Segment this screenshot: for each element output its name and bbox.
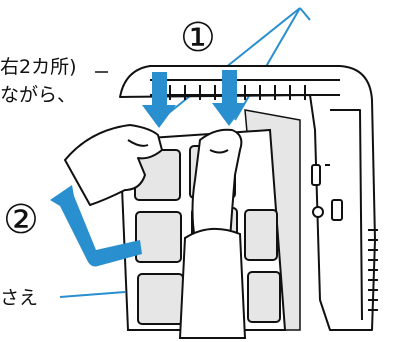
- instruction-text-line-1: 右2カ所): [0, 56, 77, 78]
- instruction-text-line-2: ながら、: [0, 84, 77, 106]
- blue-bent-arrow-icon: [50, 185, 142, 267]
- left-hand: [64, 124, 163, 206]
- right-hand: [191, 128, 243, 241]
- instruction-text-line-3: さえ: [0, 287, 39, 309]
- hold-leader-line: [59, 291, 126, 298]
- step-one-marker: ①: [180, 15, 216, 61]
- blue-down-arrow-icon: [142, 70, 246, 128]
- device-body: [119, 65, 378, 331]
- right-arm: [178, 227, 247, 339]
- step-one-leader-lines: [159, 7, 311, 121]
- step-two-marker: ②: [3, 197, 39, 243]
